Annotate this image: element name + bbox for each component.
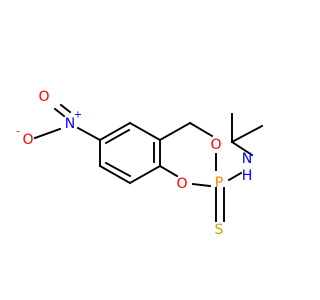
nitro-o-single-atom: O: [22, 132, 33, 148]
bond-nitro-o1b: [53, 107, 66, 118]
nitro-n-charge: +: [74, 110, 82, 121]
bond-p-o: [191, 182, 212, 188]
bond-ch2-o: [188, 121, 214, 138]
bond-ring-5: [128, 121, 162, 142]
phosphorus-atom: P: [215, 175, 223, 191]
bond-nitro-o1: [59, 103, 72, 114]
bond-ch-me2: [230, 124, 264, 144]
nitro-n-atom: N: [65, 116, 75, 132]
atom-labels: O N + O - O O P S N H: [16, 89, 252, 238]
bond-ring-6: [98, 121, 132, 142]
bond-ch2: [158, 121, 192, 142]
nitro-o-single-charge: -: [16, 127, 20, 138]
bond-p-n: [227, 171, 243, 182]
amine-h-atom: H: [242, 168, 253, 184]
sulfur-atom: S: [215, 222, 224, 238]
ring-o-bottom-atom: O: [176, 176, 187, 192]
bond-n-ch: [230, 140, 254, 157]
bond-o-c: [158, 164, 179, 178]
molecule-structure: O N + O - O O P S N H: [16, 89, 264, 238]
bond-nitro-o2: [33, 127, 62, 140]
bond-ring-2: [98, 164, 132, 185]
amine-n-atom: N: [242, 151, 252, 167]
bond-c-nitro: [76, 126, 102, 142]
ring-o-top-atom: O: [210, 137, 221, 153]
bond-ring-2-inner: [104, 161, 132, 178]
bond-ring-6-inner: [104, 128, 131, 145]
nitro-o-double-atom: O: [38, 89, 49, 105]
bond-ring-3: [128, 164, 162, 185]
bonds: [33, 103, 264, 222]
